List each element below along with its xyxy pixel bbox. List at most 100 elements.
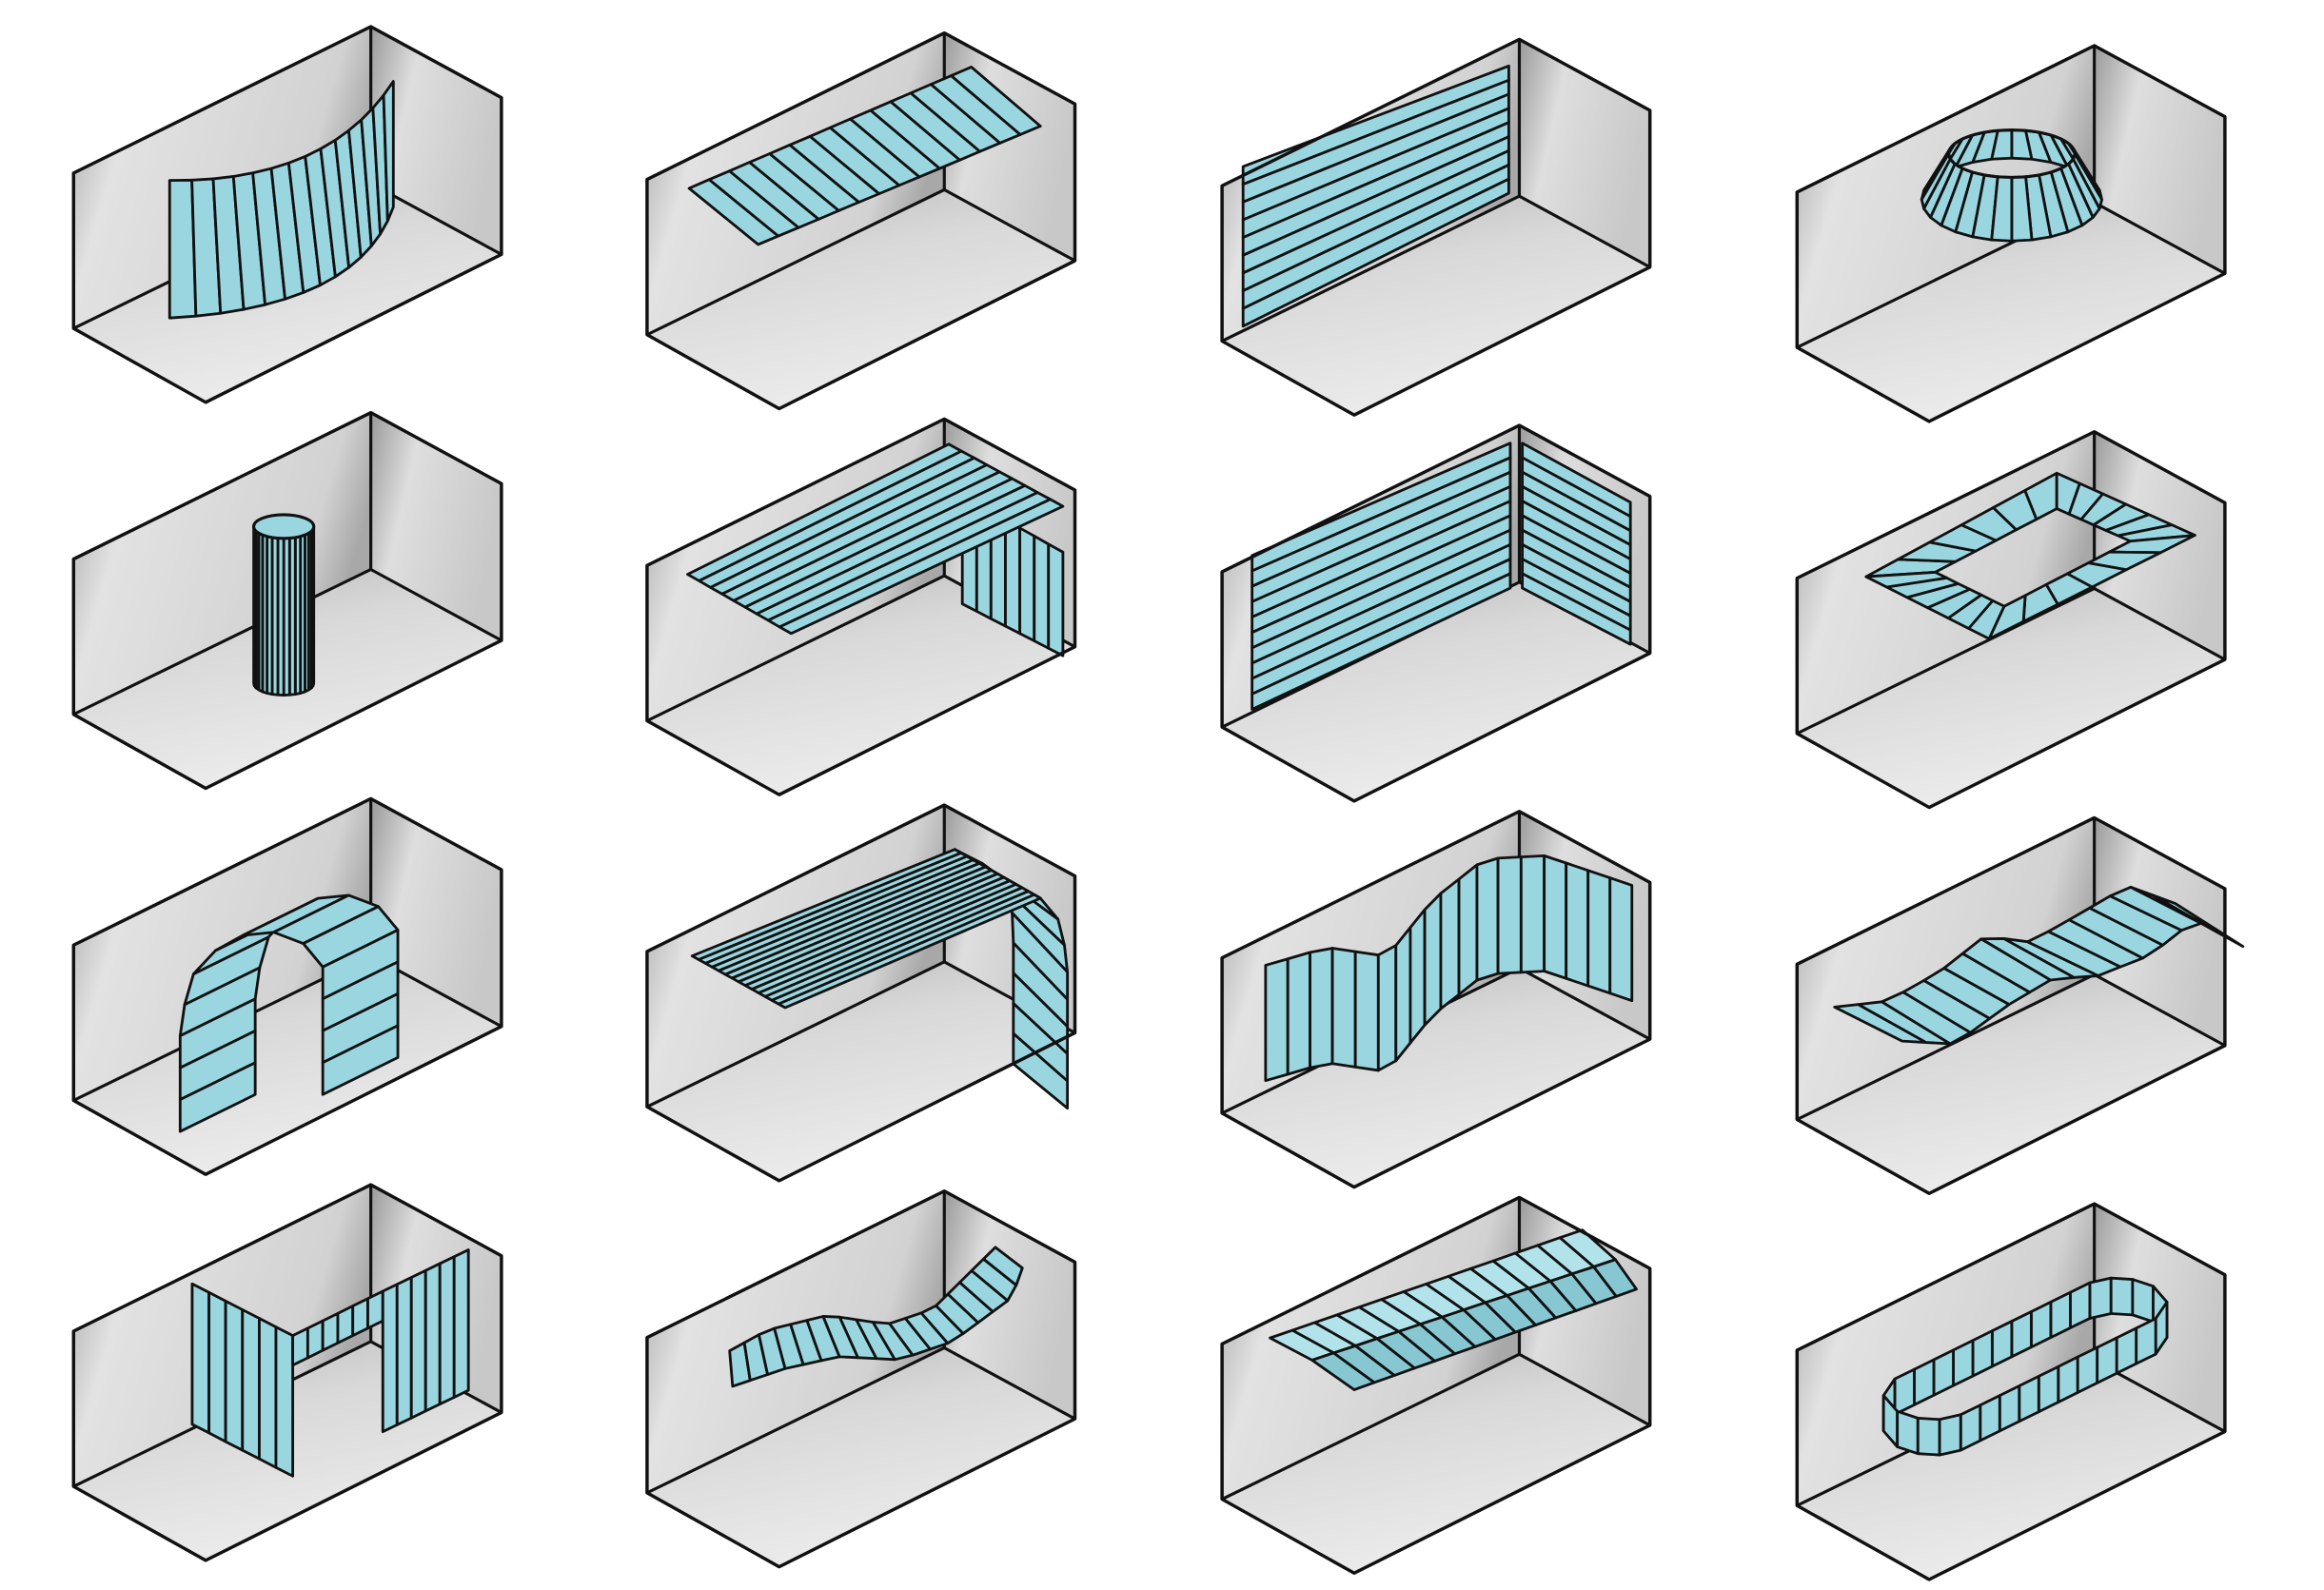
panel-segment bbox=[982, 1246, 1024, 1287]
panel-segment bbox=[950, 66, 1042, 136]
room-cell-r3-c2 bbox=[645, 803, 1077, 1183]
room-cell-r4-c1 bbox=[71, 1183, 503, 1562]
floor bbox=[646, 961, 1075, 1181]
room-outline bbox=[1795, 44, 2227, 423]
floor bbox=[1797, 974, 2225, 1194]
panel-segment bbox=[224, 1300, 245, 1452]
panel-segment bbox=[1286, 951, 1311, 1076]
floor-edge bbox=[1221, 194, 1651, 343]
panel-segment bbox=[1893, 1367, 1916, 1416]
panel-segment bbox=[1565, 861, 1590, 988]
room-cell-r1-c3 bbox=[1220, 37, 1652, 417]
panel-segment bbox=[452, 1248, 470, 1399]
panel-segment bbox=[1047, 542, 1065, 658]
room-outline bbox=[645, 30, 1077, 411]
panel-segment bbox=[2037, 1364, 2060, 1414]
panel-segment bbox=[321, 1024, 400, 1096]
back-left-wall bbox=[73, 412, 371, 715]
panel-segment bbox=[1309, 947, 1334, 1070]
panel-segment bbox=[1990, 1320, 2014, 1368]
panel-segment bbox=[252, 524, 256, 688]
panel-segment bbox=[2088, 1276, 2113, 1320]
panel-surface bbox=[1251, 442, 1632, 711]
panel-segment bbox=[2068, 1281, 2092, 1329]
ring-opening bbox=[1947, 128, 2077, 179]
panel-segment bbox=[1938, 1413, 1962, 1457]
room-outline bbox=[71, 25, 503, 404]
panel-segment bbox=[190, 1282, 211, 1435]
panel-segment bbox=[381, 1283, 399, 1434]
room-cell-r4-c2 bbox=[645, 1189, 1077, 1569]
panel-segment bbox=[2109, 1276, 2135, 1317]
room-outline bbox=[1220, 423, 1652, 803]
panel-segment bbox=[305, 1319, 325, 1360]
room-cell-r4-c4 bbox=[1795, 1202, 2227, 1581]
room-outline bbox=[645, 417, 1077, 796]
panel-surface bbox=[1864, 471, 2196, 640]
room-outline bbox=[1795, 1202, 2227, 1581]
panel-segment bbox=[1932, 1348, 1955, 1397]
panel-segment bbox=[1033, 534, 1051, 650]
panel-surface bbox=[1241, 64, 1510, 328]
room-cell-r2-c2 bbox=[645, 417, 1077, 796]
panel-segment bbox=[1586, 869, 1612, 995]
panel-segment bbox=[2010, 1310, 2033, 1359]
panel-surface bbox=[728, 1246, 1024, 1388]
panel-segment bbox=[258, 1317, 278, 1469]
panel-surface bbox=[1881, 1276, 2169, 1457]
back-right-wall bbox=[944, 1190, 1075, 1420]
panel-segment bbox=[1913, 1358, 1936, 1406]
room-cell-r3-c1 bbox=[71, 796, 503, 1176]
panel-segment bbox=[2152, 893, 2245, 949]
panel-segment bbox=[1012, 1031, 1070, 1110]
panel-segment bbox=[241, 1308, 261, 1461]
panel-segment bbox=[1423, 892, 1443, 1027]
room-cell-r3-c3 bbox=[1220, 810, 1652, 1189]
panel-segment bbox=[1439, 877, 1461, 1011]
panel-segment bbox=[2018, 1374, 2040, 1423]
back-right-wall bbox=[2094, 46, 2225, 274]
panel-segment bbox=[1971, 1329, 1994, 1378]
panel-segment bbox=[351, 1297, 369, 1338]
panel-segment bbox=[321, 1311, 340, 1352]
panel-segment bbox=[1251, 572, 1512, 711]
panel-segment bbox=[1018, 526, 1036, 642]
panel-segment bbox=[2076, 1345, 2099, 1394]
floor bbox=[1222, 1354, 1650, 1574]
room-cell-r1-c1 bbox=[71, 25, 503, 404]
room-outline bbox=[645, 1189, 1077, 1569]
panel-surface bbox=[190, 1248, 470, 1478]
panel-surface bbox=[1269, 1228, 1638, 1391]
floor bbox=[1797, 202, 2225, 422]
room-cell-r1-c2 bbox=[645, 30, 1077, 411]
panel-segment bbox=[1521, 572, 1632, 646]
floor bbox=[646, 1347, 1075, 1567]
room-cell-r3-c4 bbox=[1795, 815, 2245, 1195]
panel-segment bbox=[1916, 1416, 1941, 1457]
room-outline bbox=[1220, 1195, 1652, 1575]
room-outline bbox=[71, 796, 503, 1176]
panel-segment bbox=[423, 1262, 442, 1413]
floor bbox=[1222, 581, 1650, 801]
panel-surface bbox=[687, 66, 1042, 246]
panel-segment bbox=[777, 893, 1042, 1010]
panel-segment bbox=[438, 1255, 456, 1406]
panel-segment bbox=[291, 1326, 309, 1367]
panel-surface bbox=[252, 513, 316, 697]
panel-segment bbox=[1896, 1409, 1920, 1456]
panel-segment bbox=[1979, 1394, 2001, 1443]
panel-segment bbox=[1496, 855, 1523, 975]
room-outline bbox=[71, 410, 503, 791]
room-outline bbox=[71, 1183, 503, 1562]
floor bbox=[646, 189, 1075, 409]
panel-segment bbox=[366, 1289, 384, 1330]
room-cell-r2-c3 bbox=[1220, 423, 1652, 803]
panel-surface bbox=[1264, 854, 1634, 1083]
back-right-wall bbox=[1519, 39, 1650, 267]
panel-surface bbox=[178, 893, 400, 1133]
panel-segment bbox=[1394, 926, 1412, 1063]
room-cell-r2-c4 bbox=[1795, 430, 2227, 810]
room-outline bbox=[1795, 815, 2227, 1195]
panel-segment bbox=[336, 1305, 355, 1345]
